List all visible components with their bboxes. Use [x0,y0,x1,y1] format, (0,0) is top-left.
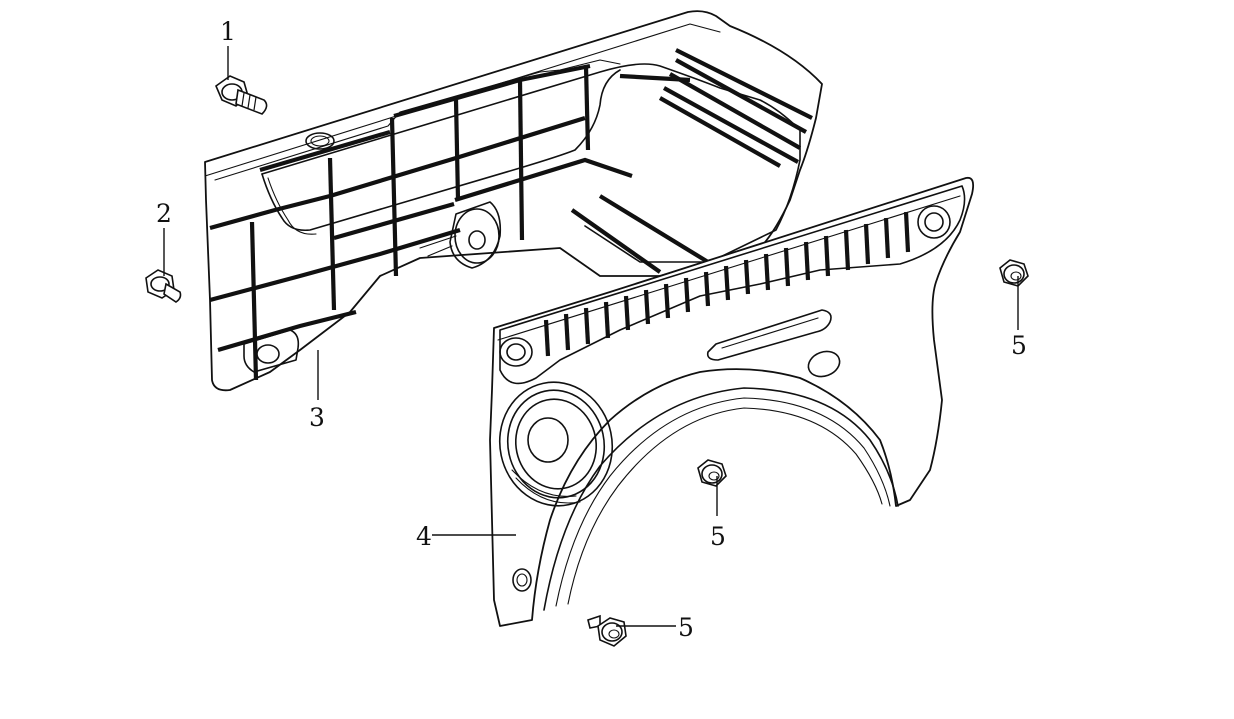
inner-cover-part [204,10,823,392]
callout-5-right: 5 [1011,331,1027,360]
nut-5-center [697,459,727,487]
nut-5-right [999,259,1029,287]
bolt-1 [215,75,268,115]
leader-lines [163,46,1019,627]
callout-3: 3 [309,403,325,432]
callout-2: 2 [156,199,172,228]
bolt-2 [145,269,182,303]
callout-1: 1 [220,17,236,46]
louver-slots [543,211,911,357]
callout-4: 4 [416,522,432,551]
bolt-5-bottom [587,614,627,647]
callout-5-bottom: 5 [678,613,694,642]
fender-panel-part [489,176,975,627]
callout-5-center: 5 [710,522,726,551]
